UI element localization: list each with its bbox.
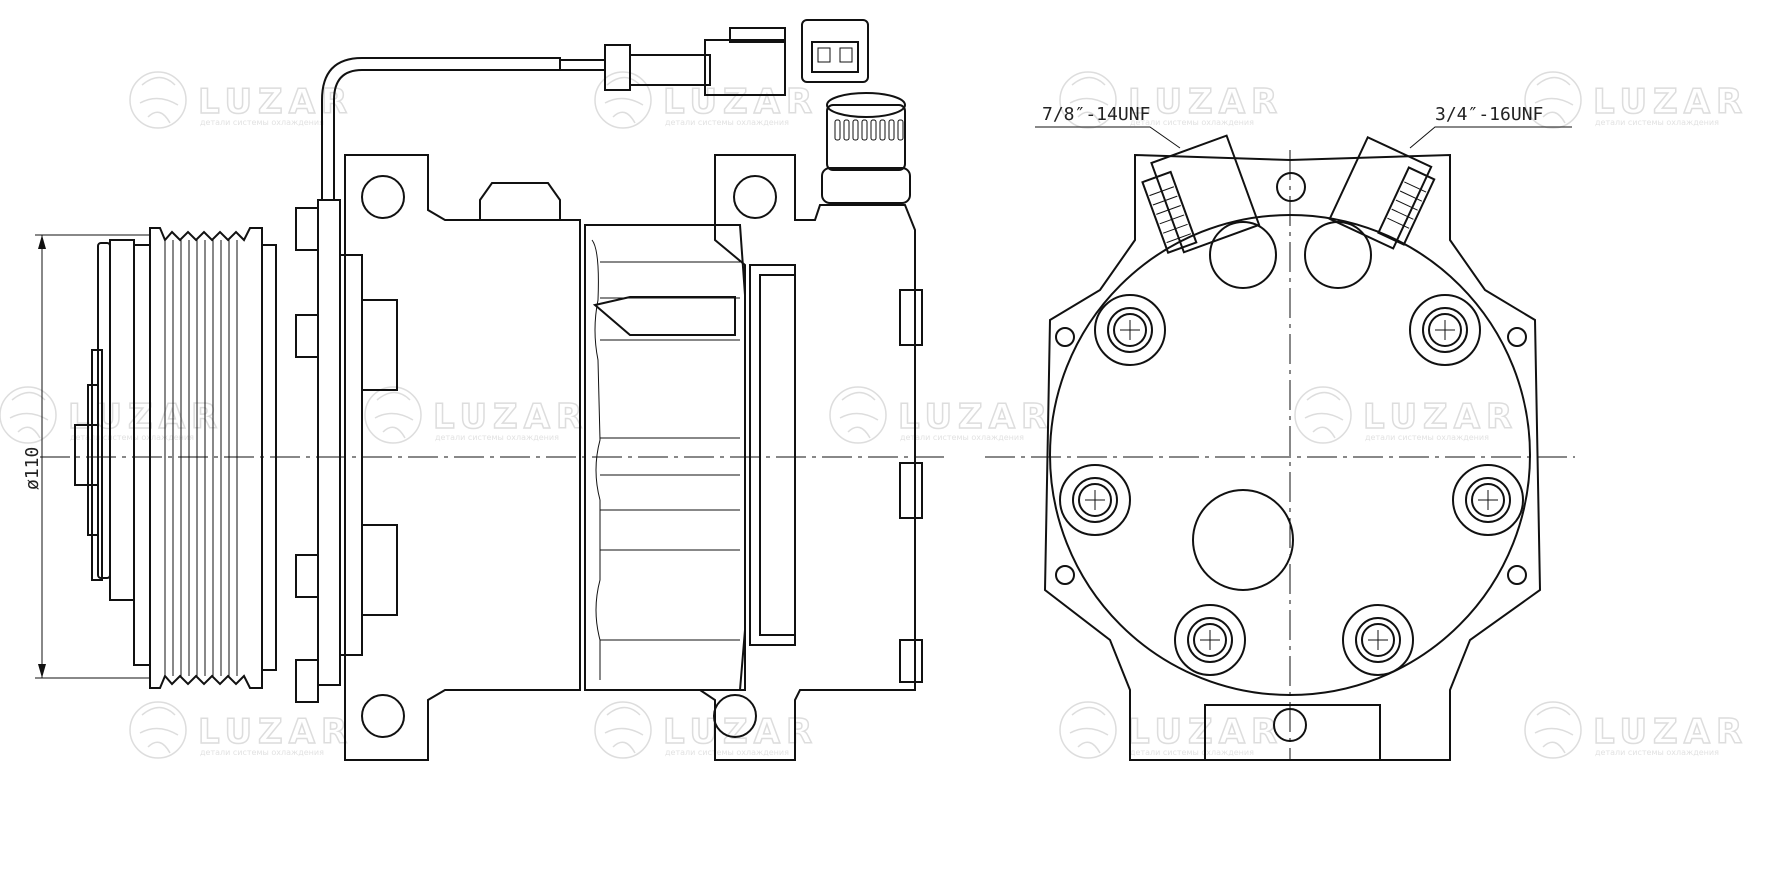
svg-text:LUZAR: LUZAR xyxy=(1593,82,1748,122)
svg-text:детали системы охлаждения: детали системы охлаждения xyxy=(665,118,789,127)
svg-text:LUZAR: LUZAR xyxy=(663,712,818,752)
rear-housing-outline xyxy=(1043,153,1542,761)
svg-text:LUZAR: LUZAR xyxy=(1363,397,1518,437)
mount-hole xyxy=(713,694,757,738)
bolt-head xyxy=(1174,604,1246,676)
rear-bolts xyxy=(899,289,923,683)
svg-text:LUZAR: LUZAR xyxy=(898,397,1053,437)
service-fitting xyxy=(821,92,911,204)
top-bolt xyxy=(479,182,561,221)
svg-text:детали системы охлаждения: детали системы охлаждения xyxy=(1595,118,1719,127)
svg-text:детали системы охлаждения: детали системы охлаждения xyxy=(665,748,789,757)
bolt-head xyxy=(1452,464,1524,536)
diameter-dimension: ø110 xyxy=(22,234,150,679)
svg-text:LUZAR: LUZAR xyxy=(1593,712,1748,752)
svg-text:детали системы охлаждения: детали системы охлаждения xyxy=(1130,748,1254,757)
diameter-label: ø110 xyxy=(22,447,43,490)
bolt-head xyxy=(1094,294,1166,366)
front-housing xyxy=(344,154,581,761)
rear-housing xyxy=(696,154,916,761)
suction-fitting xyxy=(1141,134,1261,254)
svg-text:детали системы охлаждения: детали системы охлаждения xyxy=(200,748,324,757)
suction-thread-label: 7/8″-14UNF xyxy=(1042,104,1150,125)
front-flange xyxy=(317,199,341,686)
svg-text:LUZAR: LUZAR xyxy=(1128,82,1283,122)
svg-text:LUZAR: LUZAR xyxy=(198,712,353,752)
discharge-leader xyxy=(1409,126,1572,149)
mount-hole xyxy=(733,175,777,219)
svg-text:детали системы охлаждения: детали системы охлаждения xyxy=(200,118,324,127)
bolt-head xyxy=(1342,604,1414,676)
connector-face xyxy=(801,19,869,83)
clutch-wire xyxy=(321,19,869,200)
discharge-thread-label: 3/4″-16UNF xyxy=(1435,104,1543,125)
pulley xyxy=(74,227,277,689)
rear-bolts xyxy=(1059,294,1524,676)
bolt-head xyxy=(1409,294,1481,366)
discharge-fitting xyxy=(1328,135,1436,250)
center-boss xyxy=(1192,489,1294,591)
svg-text:детали системы охлаждения: детали системы охлаждения xyxy=(70,433,194,442)
svg-text:детали системы охлаждения: детали системы охлаждения xyxy=(1595,748,1719,757)
svg-text:LUZAR: LUZAR xyxy=(1128,712,1283,752)
svg-text:детали системы охлаждения: детали системы охлаждения xyxy=(1130,118,1254,127)
svg-text:LUZAR: LUZAR xyxy=(663,82,818,122)
side-view xyxy=(74,19,923,761)
mount-hole xyxy=(361,694,405,738)
mount-hole xyxy=(361,175,405,219)
svg-text:LUZAR: LUZAR xyxy=(198,82,353,122)
bolt-head xyxy=(1059,464,1131,536)
svg-text:детали системы охлаждения: детали системы охлаждения xyxy=(1365,433,1489,442)
rear-cover xyxy=(1049,214,1531,696)
svg-text:LUZAR: LUZAR xyxy=(433,397,588,437)
suction-leader xyxy=(1035,126,1181,149)
rear-view: 7/8″-14UNF 3/4″-16UNF xyxy=(1035,104,1572,761)
svg-text:детали системы охлаждения: детали системы охлаждения xyxy=(900,433,1024,442)
flange-bolts xyxy=(295,207,319,703)
svg-text:детали системы охлаждения: детали системы охлаждения xyxy=(435,433,559,442)
